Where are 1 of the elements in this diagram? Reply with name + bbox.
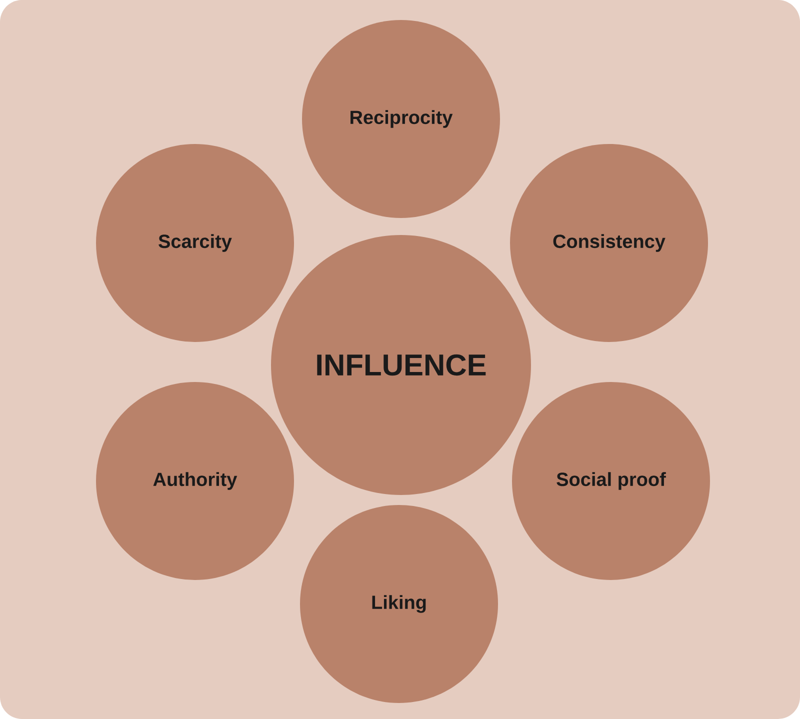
node-label: INFLUENCE <box>317 354 486 376</box>
